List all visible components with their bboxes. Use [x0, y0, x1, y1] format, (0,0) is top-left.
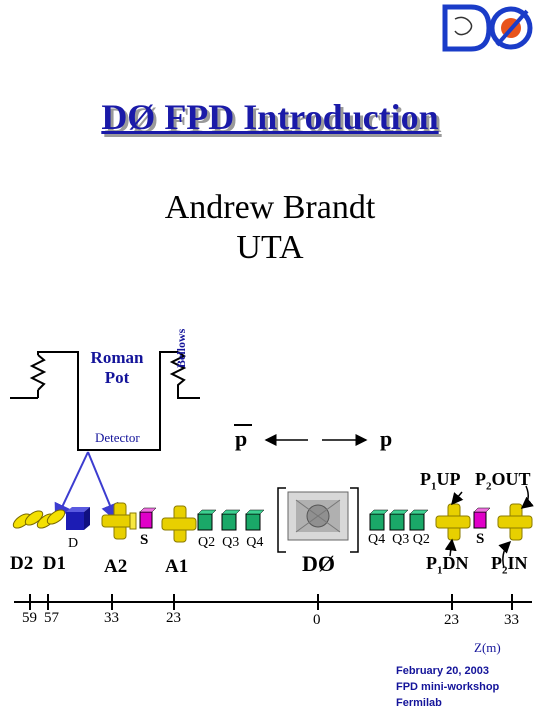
a1-label: A1 — [165, 556, 189, 577]
pot-p1 — [435, 503, 471, 541]
p2in-label-rest: IN — [507, 553, 528, 573]
p2out-label-sub: 2 — [486, 480, 492, 493]
detector-label: Detector — [95, 430, 140, 445]
footer-date: February 20, 2003 — [396, 665, 489, 677]
roman-pot-label-line2: Pot — [104, 368, 130, 387]
p1up-label-sub: 1 — [431, 480, 437, 493]
p2in-arrow — [498, 540, 512, 569]
p2in-label-p: P — [491, 553, 502, 573]
tick-label-23-right: 23 — [444, 612, 459, 628]
antiproton-label: p — [235, 426, 248, 451]
p1up-label-rest: UP — [436, 469, 461, 489]
tick-label-23-left: 23 — [166, 610, 181, 626]
p2out-label-rest: OUT — [491, 469, 531, 489]
z-axis — [14, 594, 532, 610]
pot-p2 — [497, 503, 533, 541]
p2out-label: P2OUT — [475, 469, 531, 493]
p2in-label: P2IN — [491, 553, 528, 577]
separator-left — [139, 507, 157, 529]
detector-arrow-a2 — [87, 451, 119, 522]
p2out-arrow — [520, 485, 534, 509]
footer: February 20, 2003 FPD mini-workshop Ferm… — [396, 663, 499, 711]
p1dn-label-rest: DN — [442, 553, 469, 573]
separator-left-label: S — [140, 532, 149, 548]
quads-right-label: Q4 Q3 Q2 — [368, 532, 430, 547]
slide-title: DØ FPD Introduction — [101, 97, 439, 137]
pot-a1 — [161, 505, 197, 543]
d0-logo: DØ — [441, 3, 537, 53]
tick-label-33-right: 33 — [504, 612, 519, 628]
p1up-label-p: P — [420, 469, 431, 489]
p1dn-label-sub: 1 — [437, 564, 443, 577]
d0-detector-picture — [277, 487, 359, 553]
axis-label: Z(m) — [474, 640, 501, 655]
dipole-pots — [12, 509, 66, 529]
author-affiliation: UTA — [236, 229, 304, 266]
p1dn-label: P1DN — [426, 553, 469, 577]
p2out-label-p: P — [475, 469, 486, 489]
tick-label-57: 57 — [44, 610, 59, 626]
d2-d1-label: D2 D1 — [10, 553, 66, 574]
separator-right — [473, 507, 491, 529]
footer-location: Fermilab — [396, 697, 442, 709]
quads-left — [197, 509, 265, 531]
d0-label: DØ — [302, 551, 335, 576]
separator-right-label: S — [476, 531, 485, 547]
quads-left-label: Q2 Q3 Q4 — [198, 535, 264, 550]
pot-a2 — [101, 502, 137, 540]
footer-event: FPD mini-workshop — [396, 681, 500, 693]
p1up-arrow — [451, 491, 464, 506]
roman-pot-outline — [10, 351, 200, 451]
author-block: Andrew Brandt UTA — [0, 188, 540, 268]
p1dn-label-p: P — [426, 553, 437, 573]
p2in-label-sub: 2 — [502, 564, 508, 577]
p1dn-arrow — [444, 538, 457, 557]
roman-pot-label-line1: Roman — [90, 348, 144, 367]
tick-label-33-left: 33 — [104, 610, 119, 626]
tick-label-0: 0 — [313, 612, 321, 628]
tick-label-59: 59 — [22, 610, 37, 626]
quads-right — [369, 509, 429, 531]
detector-arrow-d — [54, 451, 89, 522]
a2-label: A2 — [104, 556, 128, 577]
proton-label: p — [380, 426, 393, 451]
d-magnet-label: D — [68, 536, 79, 551]
d-magnet — [66, 507, 90, 530]
d0-logo-graphic — [442, 4, 533, 52]
author-name: Andrew Brandt — [164, 189, 376, 226]
bellows-label: Bellows — [174, 328, 188, 368]
roman-pot-label: Roman Pot — [84, 348, 150, 388]
p1up-label: P1UP — [420, 469, 461, 493]
